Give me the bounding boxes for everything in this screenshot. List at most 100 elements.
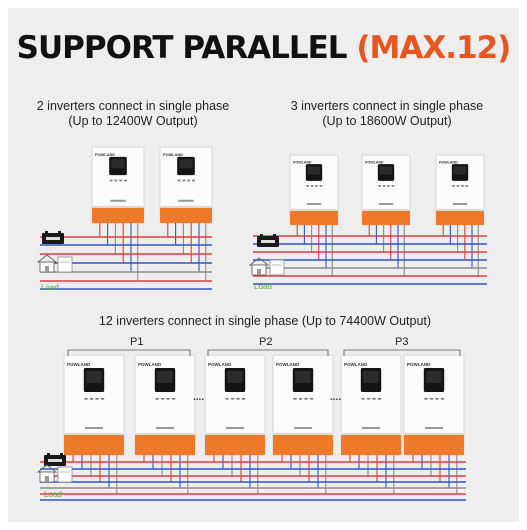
inverter-label-plate	[425, 427, 443, 429]
inverter-button	[319, 185, 323, 187]
caption-two-inverters: 2 inverters connect in single phase (Up …	[28, 99, 238, 129]
battery-icon-12	[44, 453, 66, 466]
inverter-brand: POWLAND	[95, 152, 115, 157]
house-icon-2	[36, 254, 73, 273]
inverter-orange-base	[290, 211, 338, 225]
inverter-button	[391, 185, 395, 187]
inverter-button	[366, 398, 371, 400]
battery-terminal	[58, 231, 61, 233]
headline: SUPPORT PARALLEL (MAX.12)	[0, 30, 527, 66]
inverter-orange-base	[436, 211, 484, 225]
inverter-button	[306, 185, 309, 187]
inverter-screen-display	[379, 166, 392, 175]
inverter-orange-base	[341, 435, 401, 455]
inverter-button	[241, 398, 246, 400]
inverter-button	[124, 179, 127, 182]
inverter-screen-display	[157, 371, 173, 383]
inverter-button	[109, 179, 113, 182]
house-icon-3	[248, 257, 285, 276]
inverter-button	[309, 398, 314, 400]
inverter-label-plate	[110, 199, 126, 202]
utility-meter	[57, 256, 73, 273]
battery-icon-3	[257, 234, 279, 247]
caption-two-line1: 2 inverters connect in single phase	[36, 99, 230, 113]
battery-label	[48, 459, 62, 462]
inverter-label-plate	[294, 427, 312, 429]
battery-terminal	[47, 453, 50, 455]
inverter-stripe	[206, 433, 264, 435]
inverter-button	[225, 398, 229, 400]
inverter-screen-display	[363, 371, 379, 383]
inverter-brand: POWLAND	[138, 362, 162, 367]
inverter-brand: POWLAND	[293, 161, 312, 165]
caption-three-line1: 3 inverters connect in single phase	[290, 99, 484, 113]
house-roof	[36, 254, 58, 263]
inverter-button	[293, 398, 297, 400]
inverter-orange-base	[92, 207, 144, 223]
inverter-stripe	[363, 209, 409, 211]
caption-twelve-line1: 12 inverters connect in single phase (Up…	[98, 314, 432, 328]
inverter-button	[114, 179, 118, 182]
inverter-brand: POWLAND	[67, 362, 91, 367]
battery-terminal	[45, 231, 48, 233]
inverter-button	[298, 398, 303, 400]
battery-terminal	[260, 234, 263, 236]
inverter-stripe	[65, 433, 123, 435]
utility-meter	[57, 466, 73, 483]
inverter-button	[236, 398, 240, 400]
inverter-button	[95, 398, 99, 400]
battery-terminal	[273, 234, 276, 236]
inverter-button	[304, 398, 308, 400]
inverter-label-plate	[378, 203, 394, 205]
house-door	[45, 266, 49, 272]
caption-twelve-inverters: 12 inverters connect in single phase (Up…	[60, 314, 470, 329]
inverter-screen-display	[295, 371, 311, 383]
phase-bracket-p2	[207, 349, 329, 356]
headline-text: SUPPORT PARALLEL	[16, 30, 348, 66]
inverter-screen-display	[111, 159, 125, 169]
inverter-button	[230, 398, 235, 400]
inverter-orange-base	[205, 435, 265, 455]
inverter-button	[315, 185, 318, 187]
inverter-button	[378, 185, 381, 187]
inverter-button	[177, 179, 181, 182]
inverter-label-plate	[306, 203, 322, 205]
battery-label	[261, 240, 275, 243]
inverter-stripe	[161, 205, 211, 208]
inverter-button	[155, 398, 159, 400]
inverter-label-plate	[362, 427, 380, 429]
inverter-button	[119, 179, 123, 182]
phase-bracket-p1	[67, 349, 191, 356]
inverter-button	[387, 185, 390, 187]
battery-terminal	[60, 453, 63, 455]
phase-label-p1: P1	[130, 336, 144, 348]
inverter-screen-display	[227, 371, 243, 383]
load-label-12: Load	[44, 490, 62, 499]
inverter-12b: POWLAND	[134, 354, 196, 456]
battery-icon-2	[42, 231, 64, 244]
load-label-3: Load	[254, 282, 272, 291]
inverter-screen-display	[453, 166, 466, 175]
inverter-orange-base	[273, 435, 333, 455]
inverter-button	[100, 398, 105, 400]
inverter-button	[166, 398, 170, 400]
inverter-3c: POWLAND	[435, 154, 485, 226]
inverter-stripe	[437, 209, 483, 211]
inverter-brand: POWLAND	[407, 362, 431, 367]
phase-label-p2: P2	[259, 336, 273, 348]
battery-label	[46, 237, 60, 240]
inverter-brand: POWLAND	[208, 362, 232, 367]
inverter-12d: POWLAND	[272, 354, 334, 456]
inverter-button	[182, 179, 186, 182]
load-label-2: Load	[41, 283, 59, 292]
house-icon-12	[36, 464, 73, 483]
inverter-button	[160, 398, 165, 400]
inverter-label-plate	[178, 199, 194, 202]
caption-three-line2: (Up to 18600W Output)	[322, 114, 452, 128]
inverter-button	[440, 398, 445, 400]
inverter-12e: POWLAND	[340, 354, 402, 456]
inverter-button	[452, 185, 455, 187]
inverter-orange-base	[64, 435, 124, 455]
house-roof	[248, 257, 270, 266]
inverter-label-plate	[226, 427, 244, 429]
